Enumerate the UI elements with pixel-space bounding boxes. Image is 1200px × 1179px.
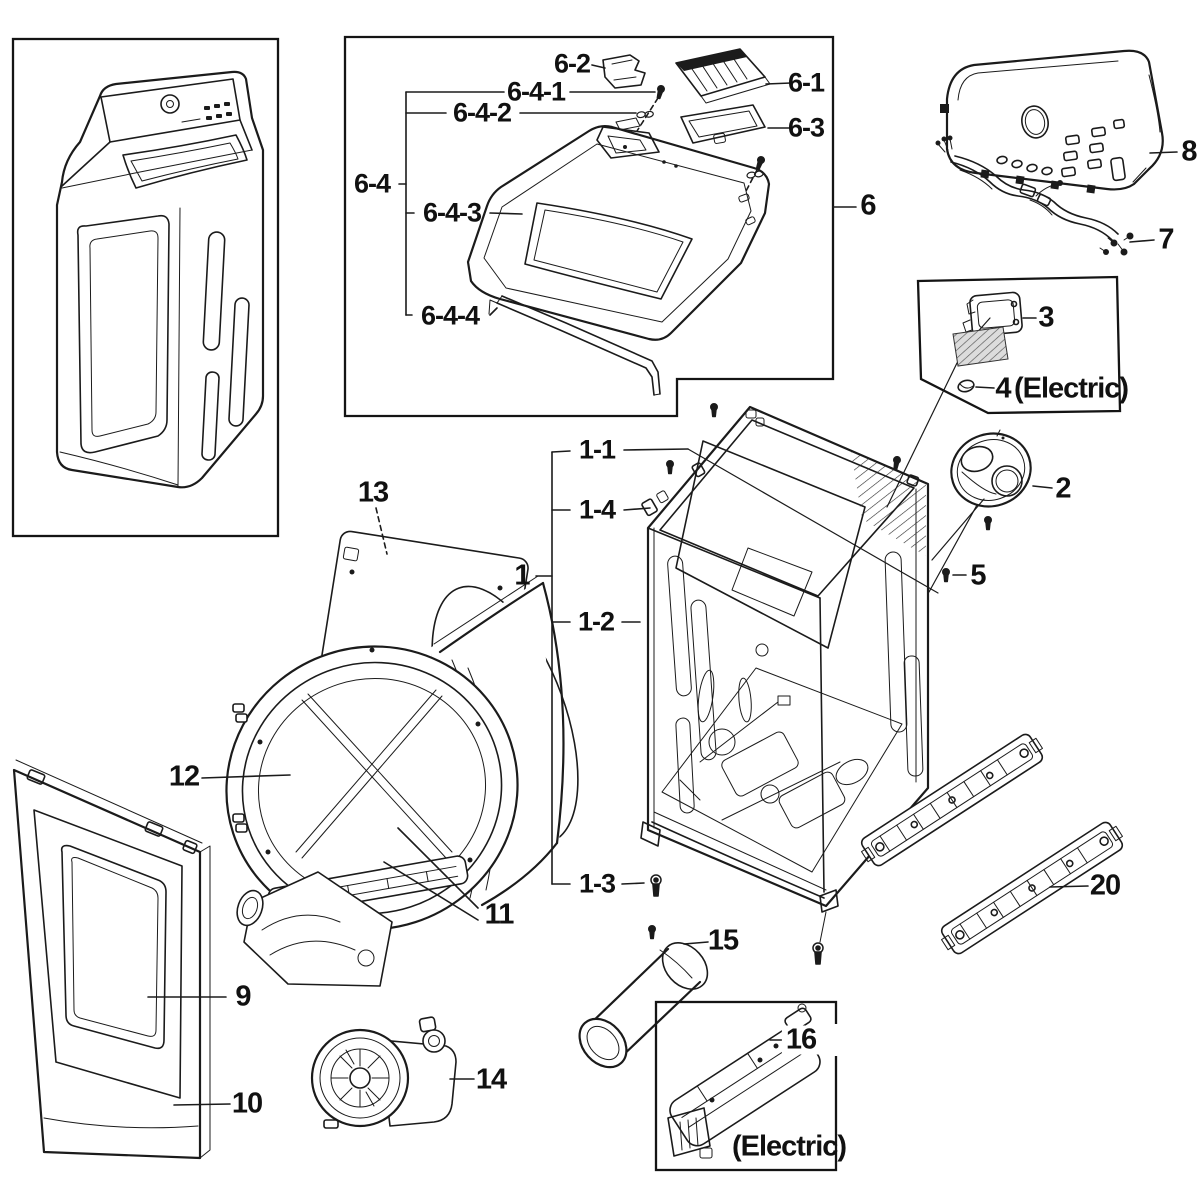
leader-lines (147, 64, 1178, 1106)
top-cover-assembly-drawing (398, 48, 771, 396)
part-label-7: 7 (1158, 223, 1174, 256)
part-label-15: 15 (707, 924, 739, 957)
part-label-6-4-1: 6-4-1 (506, 76, 566, 107)
assembled-unit-box (11, 37, 280, 538)
part-label-11: 11 (484, 898, 515, 931)
duct-tube-drawing (578, 924, 709, 1069)
duct-cover-drawing (941, 429, 1032, 583)
part-label-6-4: 6-4 (353, 168, 391, 199)
part-label-8: 8 (1181, 135, 1197, 168)
top-assembly-box (343, 35, 835, 418)
part-label-1: 1 (514, 559, 530, 592)
part-label-1-2: 1-2 (577, 606, 615, 637)
cabinet-frame-drawing (640, 402, 930, 965)
part-label-1-4: 1-4 (578, 494, 616, 525)
electric-parts-box-top (916, 275, 1122, 415)
part-label-1-3: 1-3 (578, 868, 616, 899)
part-label-5: 5 (970, 559, 986, 592)
insulation-sheet-drawing (952, 326, 1009, 367)
part-label-6-4-3: 6-4-3 (422, 197, 482, 228)
control-panel-drawing (940, 49, 1164, 194)
electric-note-top: (Electric) (1013, 372, 1129, 405)
part-label-3: 3 (1038, 301, 1054, 334)
part-label-1-1: 1-1 (578, 434, 616, 465)
part-label-9: 9 (235, 980, 251, 1013)
part-label-13: 13 (357, 476, 389, 509)
part-label-12: 12 (168, 760, 200, 793)
drum-assembly-drawing (225, 575, 579, 987)
door-panels-drawing (12, 759, 211, 1160)
part-label-6-4-4: 6-4-4 (420, 300, 480, 331)
part-label-6-1: 6-1 (787, 67, 825, 98)
motor-blower-drawing (310, 1016, 457, 1129)
part-label-14: 14 (475, 1063, 507, 1096)
part-label-6-4-2: 6-4-2 (452, 97, 512, 128)
heater-assembly-drawing (667, 1003, 821, 1159)
part-label-4: 4 (995, 372, 1011, 405)
base-rails-drawing (860, 733, 1124, 955)
part-label-6-3: 6-3 (787, 112, 825, 143)
part-label-16: 16 (781, 1025, 821, 1055)
electric-note-bottom: (Electric) (731, 1130, 847, 1163)
wire-harness-drawing (935, 135, 1134, 256)
part-label-2: 2 (1055, 472, 1071, 505)
part-label-20: 20 (1089, 869, 1121, 902)
assembled-dryer-drawing (55, 70, 265, 489)
part-label-10: 10 (231, 1087, 263, 1120)
part-label-6-2: 6-2 (553, 48, 591, 79)
part-label-6: 6 (860, 189, 876, 222)
grommet-drawing (957, 379, 975, 393)
